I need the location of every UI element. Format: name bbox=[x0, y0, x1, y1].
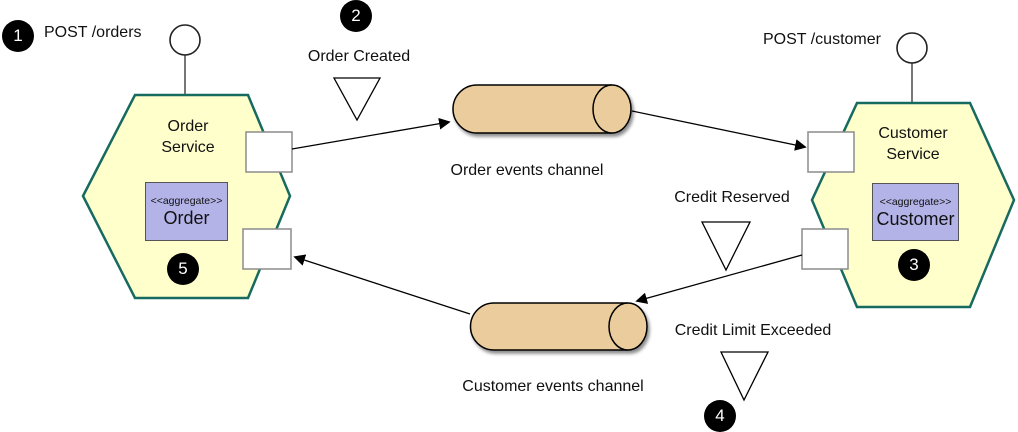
step-badge-5: 5 bbox=[167, 253, 199, 285]
order-rest-endpoint-icon bbox=[169, 24, 201, 56]
post-orders-label: POST /orders bbox=[44, 24, 142, 41]
order-created-label: Order Created bbox=[307, 48, 411, 65]
customer-service-name: Customer Service bbox=[878, 125, 948, 163]
order-service-name: Order Service bbox=[161, 118, 215, 156]
step-badge-1: 1 bbox=[2, 20, 34, 52]
order-channel-label: Order events channel bbox=[450, 162, 604, 179]
credit-limit-exceeded-event-marker bbox=[719, 351, 770, 402]
customer-aggregate-box: <<aggregate>> Customer bbox=[872, 183, 959, 241]
credit-reserved-event-marker bbox=[700, 221, 752, 272]
credit-reserved-label: Credit Reserved bbox=[674, 189, 790, 206]
arrow-customer-channel-to-order bbox=[293, 254, 471, 315]
customer-aggregate-stereotype: <<aggregate>> bbox=[879, 195, 952, 208]
customer-channel-label: Customer events channel bbox=[462, 378, 644, 395]
order-events-channel-cylinder bbox=[452, 84, 632, 134]
order-created-event-marker bbox=[332, 77, 382, 122]
customer-rest-endpoint-icon bbox=[896, 32, 928, 64]
customer-events-channel-cylinder bbox=[469, 302, 648, 351]
order-channel-end-cap bbox=[592, 84, 632, 134]
arrow-order-to-order-channel bbox=[291, 117, 451, 150]
arrow-customer-to-customer-channel bbox=[635, 254, 803, 304]
step-badge-2: 2 bbox=[340, 0, 372, 32]
credit-limit-exceeded-label: Credit Limit Exceeded bbox=[674, 322, 832, 339]
order-service-outbound-port bbox=[245, 131, 293, 173]
order-aggregate-name: Order bbox=[163, 208, 210, 228]
arrow-order-channel-to-customer bbox=[631, 110, 807, 151]
customer-service-inbound-port bbox=[807, 131, 855, 173]
step-badge-4: 4 bbox=[704, 400, 736, 432]
order-service-inbound-port bbox=[242, 228, 292, 270]
customer-aggregate-name: Customer bbox=[876, 208, 955, 229]
order-aggregate-stereotype: <<aggregate>> bbox=[150, 195, 223, 207]
customer-service-outbound-port bbox=[801, 228, 849, 270]
post-customer-label: POST /customer bbox=[763, 31, 881, 48]
order-aggregate-box: <<aggregate>> Order bbox=[145, 182, 228, 241]
customer-channel-end-cap bbox=[608, 302, 648, 351]
step-badge-3: 3 bbox=[898, 249, 930, 281]
